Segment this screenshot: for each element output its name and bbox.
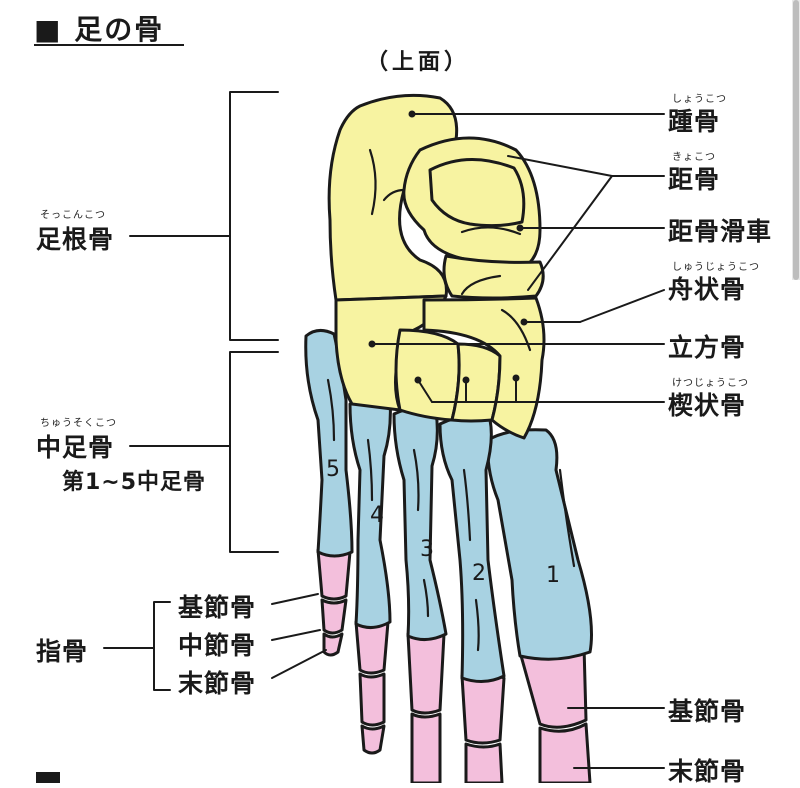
leader-lines [103,91,665,769]
diagram-title: ■ 足の骨 [34,13,165,46]
cuboid-label: 立方骨 [668,333,747,362]
phalanx-toe-4-middle [358,672,386,727]
talus-label: 距骨 [668,165,721,194]
metatarsals-label: 中足骨 [36,433,115,462]
metatarsal-5 [304,329,354,558]
bone-detail-lines [326,148,576,652]
title-underline [34,44,184,46]
tarsals-group [327,93,546,440]
metatarsal-number-2: 2 [472,561,486,586]
metatarsals-group [304,329,593,683]
metatarsal-number-3: 3 [420,537,434,562]
talar-trochlea-label: 距骨滑車 [668,217,773,246]
pointer-dots [368,110,528,384]
tarsals-label: 足根骨 [36,225,115,254]
metatarsal-number-4: 4 [370,503,384,528]
middle-phalanx-left-label: 中節骨 [178,631,257,660]
scrollbar-thumb[interactable] [793,0,799,280]
proximal-phalanx-right-label: 基節骨 [668,697,747,726]
talar-trochlea [428,158,526,228]
phalanx-toe-1-distal [538,722,592,783]
phalanx-toe-2-proximal [460,671,506,745]
proximal-phalanx-left-label: 基節骨 [178,593,257,622]
metatarsal-numbers: 1 2 3 4 5 [326,457,560,588]
metatarsal-2 [438,415,506,683]
phalanges-label: 指骨 [36,637,89,666]
metatarsal-3 [392,407,448,641]
scrollbar-track[interactable] [792,0,800,280]
metatarsal-number-5: 5 [326,457,340,482]
phalanx-toe-3-middle [410,712,442,783]
calcaneus-label: 踵骨 [668,107,721,136]
calcaneus-reading: しょうこつ [672,94,727,105]
phalanx-toe-4-distal [360,724,386,755]
next-section-mark [36,772,60,783]
metatarsal-number-1: 1 [546,563,560,588]
navicular-reading: しゅうじょうこつ [672,262,760,273]
phalanx-toe-3-proximal [406,628,446,715]
phalanges-group [316,545,592,783]
metatarsals-note: 第1~5中足骨 [62,470,207,495]
metatarsals-reading: ちゅうそくこつ [40,418,117,429]
cuneiform-label: 楔状骨 [668,391,747,420]
distal-phalanx-right-label: 末節骨 [668,757,747,786]
view-label: （上面） [366,50,471,75]
tarsals-reading: そっこんこつ [40,210,106,221]
phalanx-toe-5-middle [320,598,348,635]
distal-phalanx-left-label: 末節骨 [178,669,257,698]
talus-reading: きょこつ [672,152,716,163]
metatarsal-1 [486,428,593,661]
phalanx-toe-5-distal [322,632,344,657]
cuneiform-intermediate [450,342,502,423]
cuneiform-reading: けつじょうこつ [672,378,749,389]
phalanx-toe-2-middle [464,742,504,783]
navicular-label: 舟状骨 [668,275,747,304]
